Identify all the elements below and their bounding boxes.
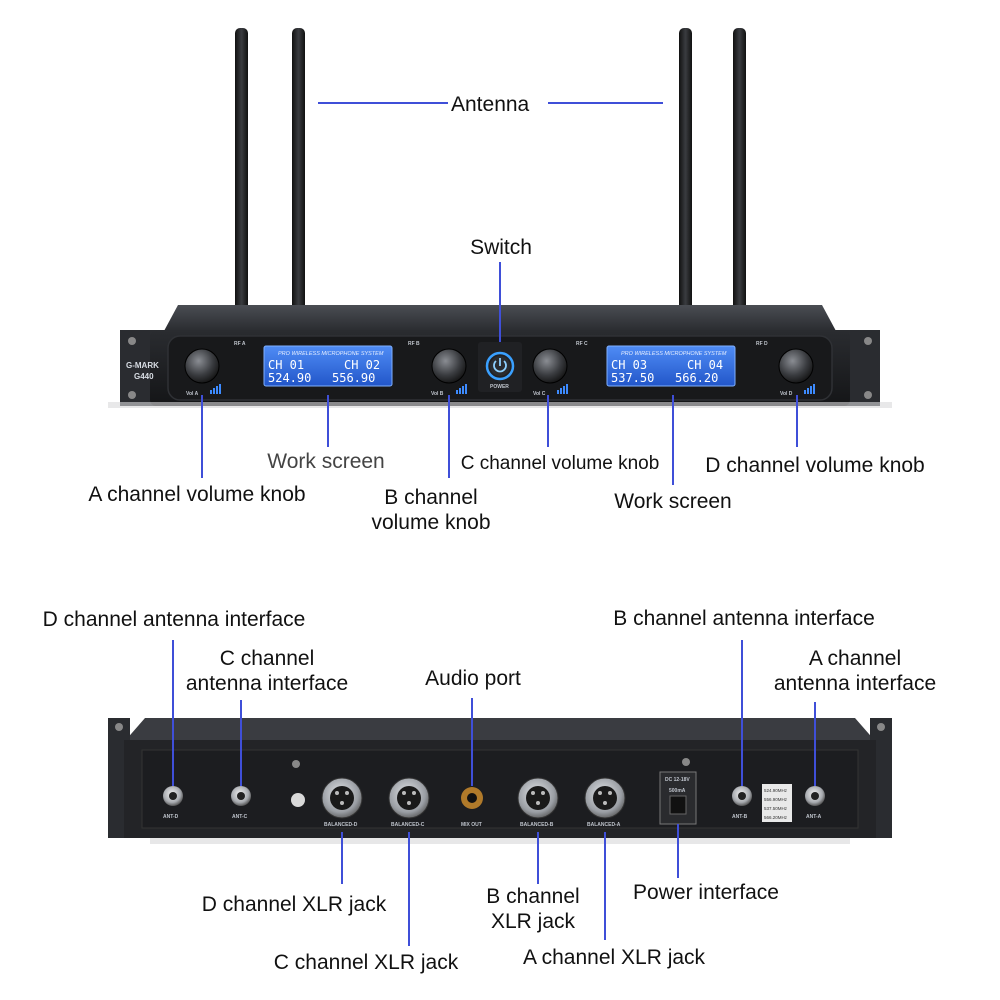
label-a-volume-knob: A channel volume knob xyxy=(88,483,306,506)
label-c-xlr-jack: C channel XLR jack xyxy=(273,951,459,974)
label-b-antenna-interface: B channel antenna interface xyxy=(613,607,875,630)
front-antennas xyxy=(235,28,746,310)
label-antenna: Antenna xyxy=(451,93,530,116)
vol-c-label: Vol C xyxy=(533,391,546,397)
power-label: POWER xyxy=(490,384,509,390)
svg-text:CH 03: CH 03 xyxy=(611,358,647,372)
label-b-volume-knob-line2: volume knob xyxy=(371,511,491,534)
label-b-volume-knob: B channel volume knob xyxy=(371,485,490,535)
svg-text:ANT-B: ANT-B xyxy=(732,814,748,820)
label-b-xlr-jack: B channel XLR jack xyxy=(486,884,579,934)
label-switch: Switch xyxy=(470,236,532,259)
antenna-right-1 xyxy=(679,28,692,310)
svg-text:BALANCED-C: BALANCED-C xyxy=(391,822,425,828)
label-d-xlr-jack: D channel XLR jack xyxy=(201,893,387,916)
svg-text:PRO WIRELESS MICROPHONE SYSTEM: PRO WIRELESS MICROPHONE SYSTEM xyxy=(621,351,727,357)
front-knobs: Vol A Vol B Vol C Vol D RF A RF B RF C R… xyxy=(184,341,815,397)
vol-a-label: Vol A xyxy=(186,391,199,397)
label-work-screen-right: Work screen xyxy=(614,490,732,513)
rear-chassis xyxy=(108,718,892,844)
svg-text:537.50: 537.50 xyxy=(611,371,654,385)
frequency-sticker xyxy=(762,784,792,822)
leader-lines xyxy=(172,102,816,946)
label-a-antenna-line1: A channel xyxy=(808,647,902,670)
vol-d-knob xyxy=(778,348,814,384)
svg-text:524.90MHz: 524.90MHz xyxy=(764,788,788,793)
label-b-xlr-line1: B channel xyxy=(486,885,580,908)
power-icon xyxy=(493,358,507,373)
rf-d-label: RF D xyxy=(756,341,768,347)
rear-connectors: ANT-D ANT-C ANT-B ANT-A BALANCED-D BALAN… xyxy=(163,771,825,828)
label-a-antenna-line2: antenna interface xyxy=(773,672,937,695)
label-c-antenna-interface: C channel antenna interface xyxy=(186,646,348,696)
label-c-antenna-line2: antenna interface xyxy=(185,672,349,695)
antenna-right-2 xyxy=(733,28,746,310)
svg-text:ANT-C: ANT-C xyxy=(232,814,248,820)
label-a-antenna-interface: A channel antenna interface xyxy=(774,646,936,696)
svg-text:500mA: 500mA xyxy=(669,788,686,794)
svg-text:MIX OUT: MIX OUT xyxy=(461,822,482,828)
label-audio-port: Audio port xyxy=(425,667,521,690)
label-d-volume-knob: D channel volume knob xyxy=(705,454,925,477)
svg-text:ANT-A: ANT-A xyxy=(806,814,822,820)
vol-c-knob xyxy=(532,348,568,384)
svg-text:ANT-D: ANT-D xyxy=(163,814,179,820)
power-switch: POWER xyxy=(478,342,522,392)
label-b-xlr-line2: XLR jack xyxy=(490,910,576,933)
rf-b-label: RF B xyxy=(408,341,420,347)
label-d-antenna-interface: D channel antenna interface xyxy=(42,608,306,631)
antenna-left-1 xyxy=(235,28,248,310)
svg-text:CH 01: CH 01 xyxy=(268,358,304,372)
svg-text:556.90MHz: 556.90MHz xyxy=(764,797,788,802)
vol-a-knob xyxy=(184,348,220,384)
vol-b-knob xyxy=(431,348,467,384)
svg-text:524.90: 524.90 xyxy=(268,371,311,385)
svg-text:556.90: 556.90 xyxy=(332,371,375,385)
brand-logo: G-MARK xyxy=(126,361,159,370)
label-work-screen-left: Work screen xyxy=(267,450,385,473)
svg-text:566.20MHz: 566.20MHz xyxy=(764,815,788,820)
label-power-interface: Power interface xyxy=(633,881,779,904)
svg-text:DC 12-18V: DC 12-18V xyxy=(665,777,690,783)
svg-text:BALANCED-D: BALANCED-D xyxy=(324,822,358,828)
work-screen-right: PRO WIRELESS MICROPHONE SYSTEM CH 03 CH … xyxy=(606,345,736,387)
label-a-xlr-jack: A channel XLR jack xyxy=(522,946,706,969)
svg-text:537.50MHz: 537.50MHz xyxy=(764,806,788,811)
rf-a-label: RF A xyxy=(234,341,246,347)
svg-text:BALANCED-B: BALANCED-B xyxy=(520,822,554,828)
antenna-left-2 xyxy=(292,28,305,310)
svg-text:PRO WIRELESS MICROPHONE SYSTEM: PRO WIRELESS MICROPHONE SYSTEM xyxy=(278,351,384,357)
model-number: G440 xyxy=(134,372,154,381)
rf-c-label: RF C xyxy=(576,341,588,347)
rear-label-sticker xyxy=(291,793,305,807)
power-button-ring xyxy=(485,351,515,381)
label-c-antenna-line1: C channel xyxy=(219,647,315,670)
svg-text:CH 04: CH 04 xyxy=(687,358,723,372)
svg-text:CH 02: CH 02 xyxy=(344,358,380,372)
label-c-volume-knob: C channel volume knob xyxy=(460,453,660,474)
front-brand: G-MARK G440 xyxy=(126,361,159,381)
svg-text:566.20: 566.20 xyxy=(675,371,718,385)
vol-b-label: Vol B xyxy=(431,391,444,397)
svg-text:BALANCED-A: BALANCED-A xyxy=(587,822,621,828)
work-screen-left: PRO WIRELESS MICROPHONE SYSTEM CH 01 CH … xyxy=(263,345,393,387)
vol-d-label: Vol D xyxy=(780,391,793,397)
label-b-volume-knob-line1: B channel xyxy=(384,486,478,509)
